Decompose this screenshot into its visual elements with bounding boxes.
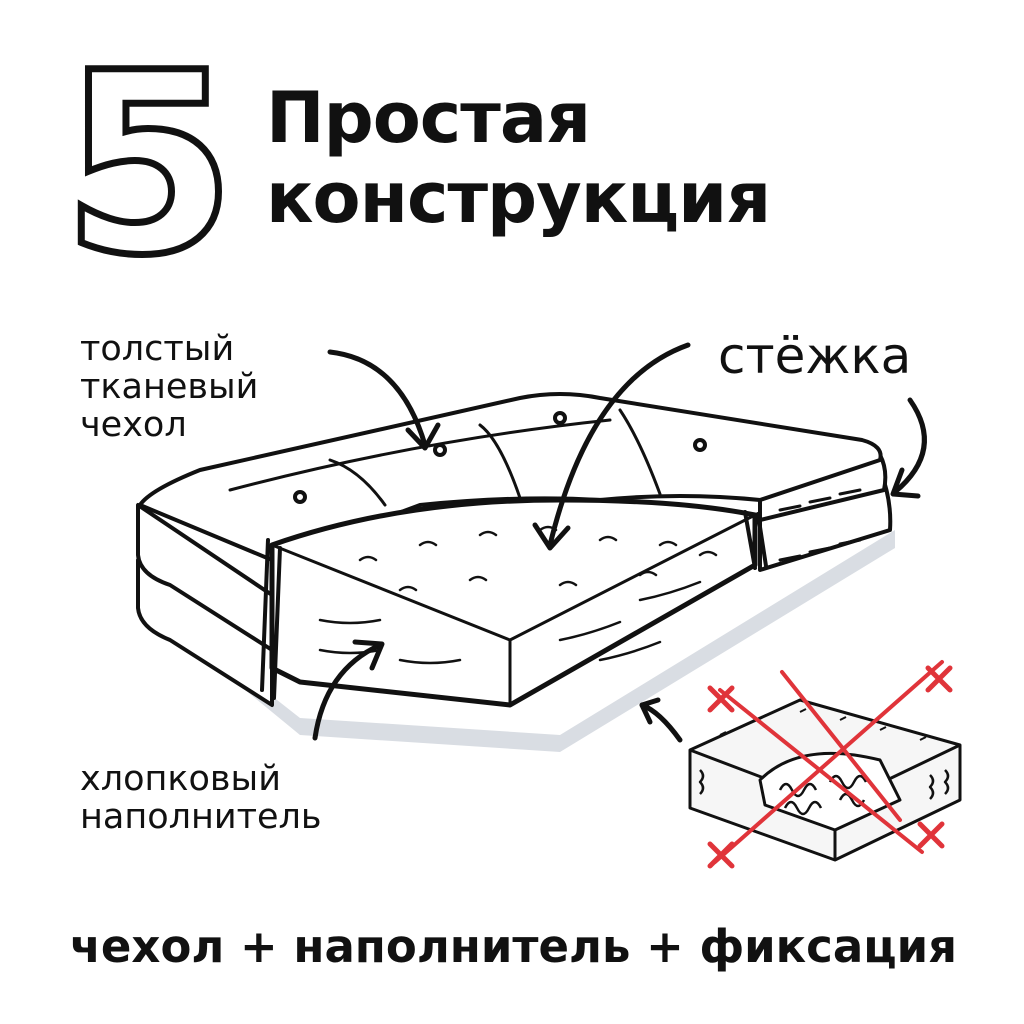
label-cotton-filler: хлопковый наполнитель <box>80 760 322 836</box>
label-stitching: стёжка <box>718 327 912 385</box>
arrow-stitch-top <box>547 342 691 548</box>
label-fabric-cover-line-3: чехол <box>80 405 187 445</box>
label-fabric-cover: толстый тканевый чехол <box>80 330 258 444</box>
construction-formula: чехол + наполнитель + фиксация <box>70 920 957 973</box>
arrow-filler <box>312 642 383 741</box>
page-title-line-2: конструкция <box>266 157 771 239</box>
mattress-top-layer-side <box>136 503 274 652</box>
spring-mattress-crossed-icon <box>688 698 962 862</box>
page-title-line-1: Простая <box>266 77 591 159</box>
label-cotton-filler-line-2: наполнитель <box>80 797 322 837</box>
futon-mattress-icon <box>136 392 893 708</box>
label-fabric-cover-line-2: тканевый <box>80 367 259 407</box>
pointer-arrows <box>312 342 927 743</box>
page-title: Простая конструкция <box>266 77 771 239</box>
cross-marker <box>707 665 953 869</box>
mattress-bottom-layer <box>136 558 274 707</box>
reject-cross <box>707 660 953 869</box>
arrow-cover <box>327 349 428 448</box>
binding-strap <box>260 538 282 700</box>
step-number: 5 <box>59 19 240 310</box>
arrow-stitch-side <box>892 397 927 495</box>
label-fabric-cover-line-1: толстый <box>80 329 235 369</box>
label-cotton-filler-line-1: хлопковый <box>80 759 281 799</box>
